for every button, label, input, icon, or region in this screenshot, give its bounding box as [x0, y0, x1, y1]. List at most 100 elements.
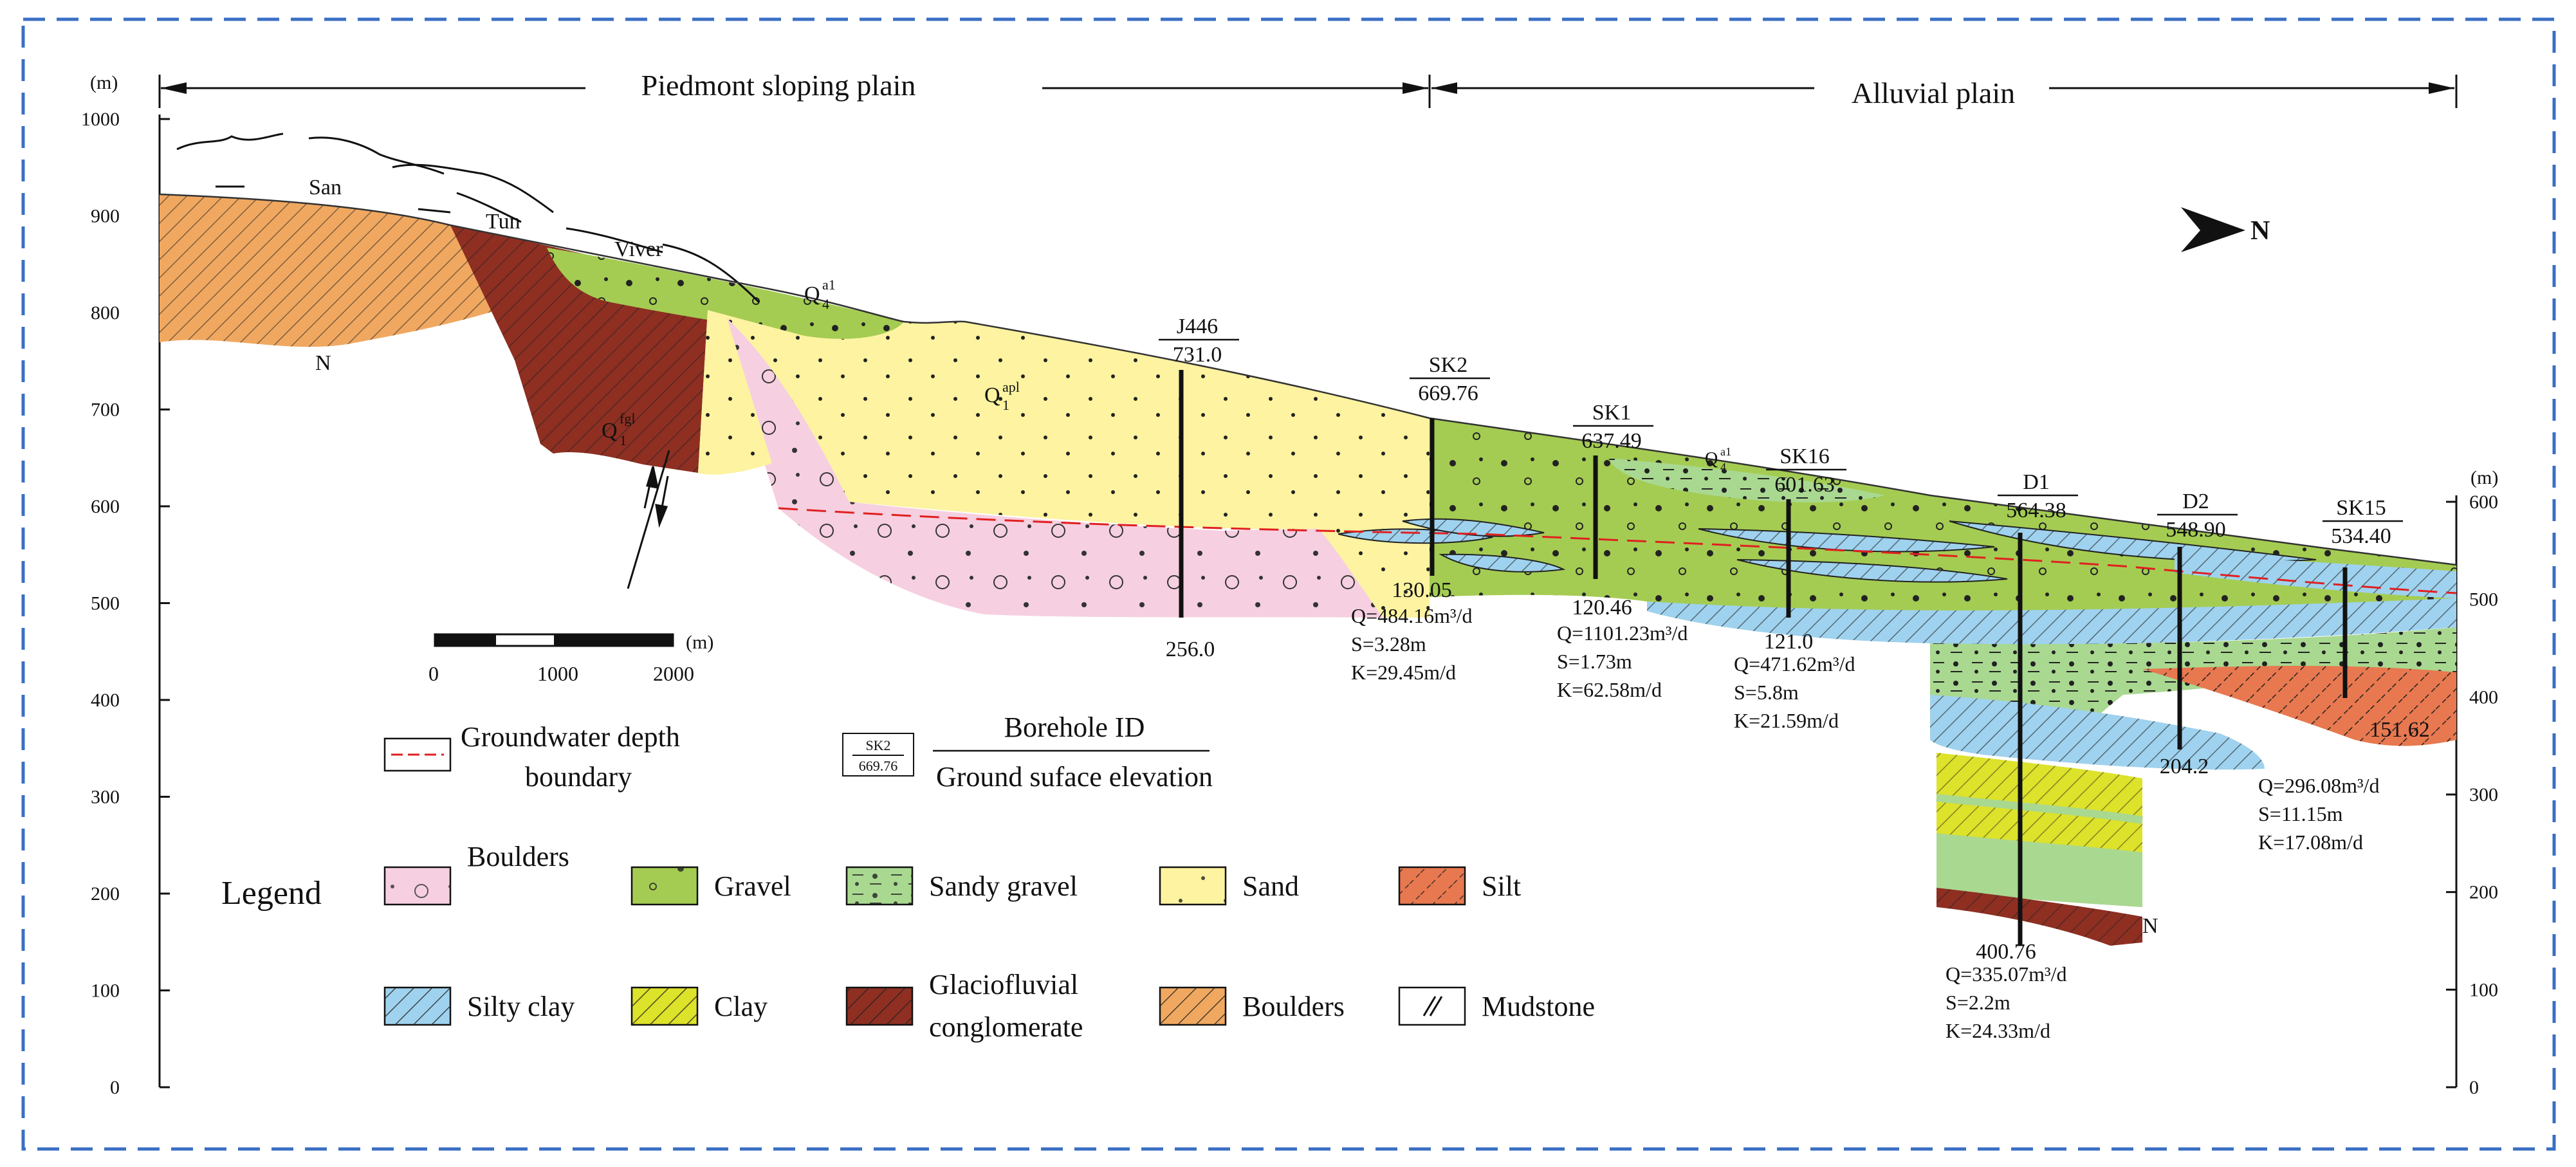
legend-label: Boulders: [467, 841, 569, 872]
borehole-elevation: 601.63: [1774, 473, 1835, 497]
layers: [160, 194, 2456, 946]
legend-groundwater-line1: Groundwater depth: [461, 721, 680, 753]
borehole-id: D1: [2023, 470, 2050, 494]
borehole-depth: 400.76: [1976, 940, 2036, 964]
borehole-param: S=11.15m: [2258, 802, 2343, 825]
borehole-param: K=24.33m/d: [1946, 1019, 2050, 1042]
svg-text:Q: Q: [1705, 449, 1718, 469]
right-axis-tick-label: 400: [2469, 686, 2498, 708]
label-tun: Tun: [486, 210, 520, 234]
right-axis-tick-label: 600: [2469, 492, 2498, 513]
svg-text:a1: a1: [1720, 445, 1731, 458]
scale-tick-1000: 1000: [537, 662, 578, 685]
svg-text:4: 4: [1720, 461, 1726, 473]
borehole-id: J446: [1177, 315, 1218, 338]
borehole-id: SK15: [2336, 496, 2386, 520]
legend-groundwater-line2: boundary: [525, 761, 632, 793]
legend-borehole-id-text: Borehole ID: [1004, 712, 1145, 743]
label-san: San: [309, 176, 342, 199]
borehole-elevation: 548.90: [2166, 518, 2226, 542]
borehole-depth: 121.0: [1764, 630, 1814, 654]
borehole-param: S=3.28m: [1351, 632, 1426, 656]
legend-item-sand: Sand: [1159, 866, 1299, 906]
unit-q1fgl: Q 1 fgl: [602, 410, 635, 448]
fault: [627, 450, 670, 589]
borehole-sk1: SK1637.49120.46Q=1101.23m³/dS=1.73mK=62.…: [1557, 401, 1688, 701]
legend-label: Glaciofluvial: [929, 969, 1078, 1000]
borehole-param: S=5.8m: [1734, 681, 1799, 704]
legend-borehole-sample-id: SK2: [865, 737, 890, 753]
legend-item-gravel: Gravel: [630, 866, 791, 906]
unit-q1apl: Q 1 apl: [984, 379, 1020, 413]
left-axis-tick-label: 100: [91, 980, 120, 1002]
borehole-param: Q=484.16m³/d: [1351, 604, 1473, 627]
right-axis-tick-label: 500: [2469, 589, 2498, 611]
label-viver: Viver: [614, 237, 663, 261]
svg-text:1: 1: [620, 432, 627, 448]
terrain-labels: San Tun Viver N N: [309, 176, 2158, 938]
right-axis-tick-label: 100: [2469, 979, 2498, 1000]
borehole-param: S=1.73m: [1557, 650, 1632, 673]
left-axis-tick-label: 300: [91, 787, 120, 808]
svg-text:4: 4: [822, 296, 829, 312]
borehole-elevation: 534.40: [2331, 524, 2391, 548]
legend-label: Sand: [1242, 870, 1299, 902]
left-axis-tick-label: 900: [91, 206, 120, 227]
right-axis-tick-label: 0: [2469, 1077, 2479, 1098]
ground-surface: [159, 193, 2457, 566]
right-axis-tick-label: 300: [2469, 784, 2498, 805]
unit-q4-left: Q 4 a1: [804, 277, 836, 312]
borehole-elevation: 564.38: [2006, 499, 2066, 522]
left-axis-tick-label: 400: [91, 690, 120, 711]
legend-borehole-sample-elev: 669.76: [859, 758, 898, 774]
borehole-elevation: 637.49: [1581, 429, 1642, 453]
svg-text:apl: apl: [1002, 379, 1020, 395]
borehole-sk16: SK16601.63121.0Q=471.62m³/dS=5.8mK=21.59…: [1734, 445, 1855, 732]
borehole-param: S=2.2m: [1946, 991, 2010, 1014]
legend-item-silt: Silt: [1398, 866, 1521, 906]
legend-item-boulders: Boulders: [383, 841, 569, 906]
outer-frame: [21, 17, 2556, 1151]
zone-right-label: Alluvial plain: [1852, 77, 2015, 109]
legend-label: Sandy gravel: [929, 870, 1078, 902]
legend-label: Silty clay: [467, 991, 575, 1022]
left-axis-tick-label: 200: [91, 883, 120, 905]
borehole-depth: 120.46: [1572, 596, 1632, 620]
borehole-depth: 130.05: [1392, 578, 1452, 602]
borehole-id: SK1: [1592, 401, 1631, 425]
borehole-depth: 256.0: [1166, 638, 1215, 661]
right-axis-tick-label: 200: [2469, 882, 2498, 903]
legend-title: Legend: [221, 875, 322, 912]
borehole-param: K=29.45m/d: [1351, 661, 1456, 684]
left-axis-tick-label: 700: [91, 400, 120, 421]
zone-left-label: Piedmont sloping plain: [641, 69, 916, 102]
legend-item-sandy-gravel: Sandy gravel: [845, 866, 1078, 906]
svg-text:fgl: fgl: [620, 410, 635, 427]
borehole-param: Q=1101.23m³/d: [1557, 621, 1688, 645]
borehole-id: SK2: [1429, 353, 1467, 377]
scale-unit: (m): [686, 632, 713, 653]
label-n-left: N: [315, 351, 331, 375]
left-axis-tick-label: 0: [110, 1077, 120, 1098]
scale-tick-2000: 2000: [653, 662, 694, 685]
scale-tick-0: 0: [428, 662, 439, 685]
legend-label: conglomerate: [929, 1011, 1083, 1043]
label-n-bottom: N: [2142, 914, 2158, 938]
borehole-param: K=21.59m/d: [1734, 709, 1839, 732]
svg-text:1: 1: [1002, 397, 1009, 413]
legend-item-clay: Clay: [630, 986, 768, 1026]
borehole-sk2: SK2669.76130.05Q=484.16m³/dS=3.28mK=29.4…: [1351, 353, 1490, 684]
zone-header: Piedmont sloping plain Alluvial plain: [158, 69, 2458, 109]
borehole-param: Q=296.08m³/d: [2258, 774, 2380, 797]
svg-text:Q: Q: [602, 419, 618, 443]
legend-label: Boulders: [1242, 991, 1345, 1022]
unit-q4-right: Q 4 a1: [1705, 445, 1731, 473]
legend-item-glaciofluvial-conglomerate: Glaciofluvial conglomerate: [845, 969, 1083, 1043]
unit-labels: Q 4 a1 Q 1 apl Q 1 fgl Q 4 a1: [602, 277, 1731, 473]
left-axis-unit: (m): [90, 72, 118, 93]
